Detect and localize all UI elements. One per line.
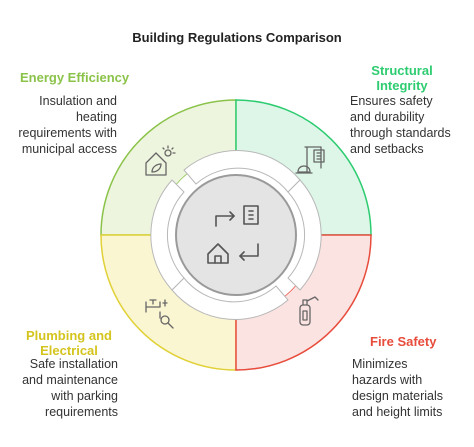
pipe-wrench-icon bbox=[145, 299, 174, 329]
structural-heading-line: Integrity bbox=[376, 78, 428, 93]
energy-heading: Energy Efficiency bbox=[20, 70, 130, 85]
ring-arc-left bbox=[150, 179, 185, 291]
structural-line: and durability bbox=[350, 110, 425, 124]
plumbing-line: and maintenance bbox=[22, 373, 118, 387]
fire-line: and height limits bbox=[352, 405, 443, 419]
plumbing-line: with parking bbox=[51, 389, 118, 403]
plumbing-line: Safe installation bbox=[29, 357, 118, 371]
structural-heading-line: Structural bbox=[371, 63, 433, 78]
fire-line: design materials bbox=[352, 389, 444, 403]
energy-description: Insulation and heating requirements with… bbox=[12, 93, 117, 157]
house-document-cycle-icon bbox=[207, 205, 259, 264]
structural-line: through standards bbox=[350, 126, 451, 140]
energy-line: heating bbox=[75, 110, 117, 124]
plumbing-line: requirements bbox=[45, 405, 118, 419]
fire-line: hazards with bbox=[352, 373, 423, 387]
structural-line: Ensures safety bbox=[350, 94, 433, 108]
energy-line: requirements with bbox=[18, 126, 117, 140]
fire-description: Minimizes hazards with design materials … bbox=[352, 356, 468, 420]
ring-arc-right bbox=[287, 179, 322, 291]
plumbing-heading: Plumbing and Electrical bbox=[20, 328, 118, 358]
center-circle bbox=[175, 174, 297, 296]
house-sun-icon bbox=[145, 145, 176, 176]
diagram-title: Building Regulations Comparison bbox=[132, 30, 342, 45]
structural-heading: Structural Integrity bbox=[362, 63, 442, 93]
plumbing-heading-line: Plumbing and bbox=[26, 328, 112, 343]
plumbing-heading-line: Electrical bbox=[40, 343, 98, 358]
structural-line: and setbacks bbox=[350, 142, 424, 156]
fire-heading: Fire Safety bbox=[370, 334, 437, 349]
structural-description: Ensures safety and durability through st… bbox=[350, 93, 468, 157]
building-crane-icon bbox=[295, 146, 325, 174]
plumbing-description: Safe installation and maintenance with p… bbox=[8, 356, 118, 420]
energy-line: Insulation and bbox=[39, 94, 117, 108]
fire-extinguisher-icon bbox=[299, 296, 319, 326]
energy-line: municipal access bbox=[21, 142, 117, 156]
fire-line: Minimizes bbox=[352, 357, 408, 371]
